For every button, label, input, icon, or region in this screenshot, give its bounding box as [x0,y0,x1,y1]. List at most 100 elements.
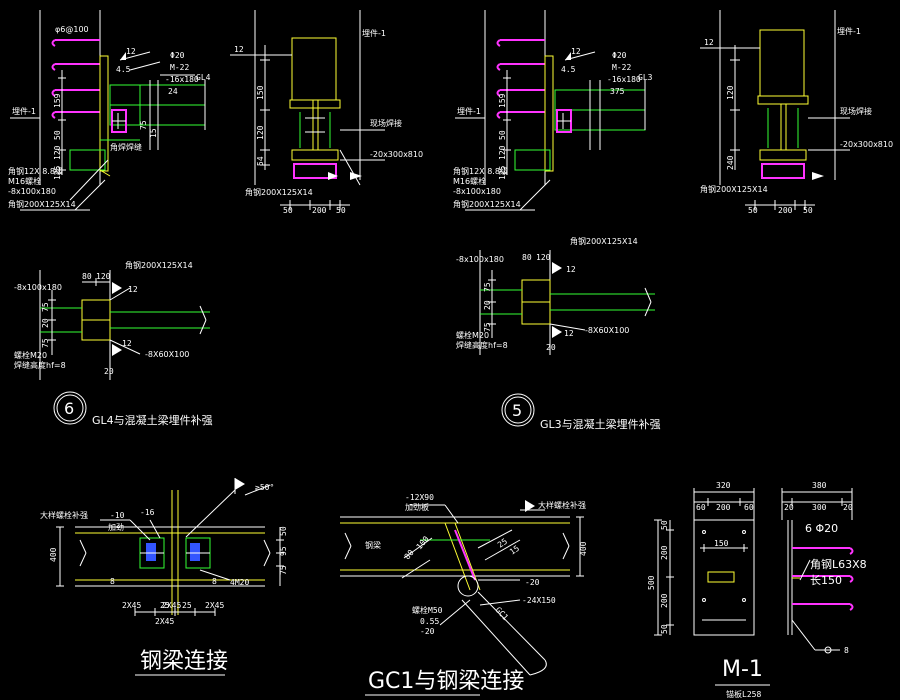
d8-dim-400: 400 [579,541,588,556]
d5-dim-20: 20 [483,300,492,310]
d3-plate1: -16x180 [607,75,641,84]
d6-dim-12a: 12 [128,285,138,294]
d9-dim-8: 8 [844,646,849,655]
d8-beam: 钢梁 [365,540,381,550]
d6-note: 焊缝高度hf=8 [14,360,66,370]
d7-dimD: 2X45 [155,617,174,626]
detail-4-gl3-section: 12 埋件-1 现场焊接 -20x300x810 角钢200X125X14 50… [700,10,893,215]
d1-embed-label: 埋件-1 [12,106,36,116]
d5-dim-120: 120 [536,253,551,262]
d3-bolt: M-22 [612,63,631,72]
d1-angle: 角钢200X125X14 [8,199,76,209]
d1-dim-50: 50 [53,130,62,140]
d2-dim-50b: 50 [336,206,346,215]
d3-gl-label: GL3 [638,73,653,82]
d2-dim-120: 120 [256,125,265,140]
d4-dim-240: 240 [726,155,735,170]
d3-dim-50: 50 [498,130,507,140]
d4-dim-12: 12 [704,38,714,47]
d5-plate1: -8x100x180 [456,255,504,264]
detail-8-gc1-steel-beam-connection: -12X90 加劲板 大样螺栓补强 钢梁 400 -20 -24X150 -20… [340,493,588,696]
d5-dim-75b: 75 [483,322,492,332]
d8-note: 大样螺栓补强 [538,500,586,510]
d6-dim-20: 20 [41,318,50,328]
d5-plate2: -8X60X100 [585,326,629,335]
d5-label: 5 [512,401,522,420]
d7-label1: 加劲 [108,522,124,532]
d1-dim-45: 4.5 [116,65,131,74]
d1-weld: 角焊焊缝 [110,142,142,152]
d1-dim-12: 12 [126,47,136,56]
d6-dim-75a: 75 [41,302,50,312]
d9-dim-380: 380 [812,481,827,490]
d6-label: 6 [64,399,74,418]
d7-dim-25b: 25 [182,601,192,610]
d9-dim-200: 200 [716,503,731,512]
d3-dim-375: 375 [610,87,625,96]
d8-bolt: 螺栓M50 [412,605,443,615]
d8-dim-055: 0.55 [420,617,439,626]
d6-bolt: 螺栓M20 [14,350,47,360]
d5-dim-20b: 20 [546,343,556,352]
d4-dim-200: 200 [778,206,793,215]
d5-title: GL3与混凝土梁埋件补强 [540,417,661,431]
d1-dim-15: 15 [149,128,158,138]
d1-bolt: M-22 [170,63,189,72]
d9-sub: 锚板L258 [726,689,761,699]
d9-rebar: 6 Φ20 [805,522,838,535]
d7-dimB: 2X45 [162,601,181,610]
d6-plate2: -8X60X100 [145,350,189,359]
d8-dim-20a: -20 [525,578,540,587]
d9-dim-50a: 50 [660,520,669,530]
d6-dim-12b: 12 [122,339,132,348]
d7-dim-25a: 25 [160,601,170,610]
d1-note1: 角钢12X 8.8级 [8,166,63,176]
d2-dim-50a: 50 [283,206,293,215]
d9-dim-50b: 50 [660,624,669,634]
d3-angle: 角钢200X125X14 [453,199,521,209]
d3-embed: 埋件-1 [457,106,481,116]
d9-angle: 角钢L63X8 [810,558,867,571]
d4-angle: 角钢200X125X14 [700,184,768,194]
d8-dim-100: 100 [415,534,431,551]
d8-label1: 加劲板 [405,502,429,512]
d7-dim-400: 400 [49,547,58,562]
d7-dimC: 2X45 [205,601,224,610]
d1-rebar-label: φ6@100 [55,25,89,34]
d3-note2: M16螺栓 [453,176,486,186]
d2-angle: 角钢200X125X14 [245,187,313,197]
d9-dim-320: 320 [716,481,731,490]
d9-dim-20b: 20 [843,503,853,512]
d3-note1: 角钢12X 8.8级 [453,166,508,176]
d9-dim-200c: 200 [660,593,669,608]
d2-dim-150: 150 [256,85,265,100]
d7-dim-75: 75 [279,565,288,575]
d1-dim-159: 159 [53,93,62,108]
d3-phi20: Φ20 [612,51,627,60]
d6-angle: 角钢200X125X14 [125,260,193,270]
d9-dim-60b: 60 [744,503,754,512]
d1-dim-24: 24 [168,87,178,96]
d8-dim-20b: -20 [420,627,435,636]
d4-plate: -20x300x810 [840,140,893,149]
d3-dim-120: 120 [498,145,507,160]
d4-dim-120: 120 [726,85,735,100]
d1-plate2: -8x100x180 [8,187,56,196]
d6-dim-120: 120 [96,272,111,281]
d4-weld: 现场焊接 [840,106,872,116]
d2-embed: 埋件-1 [362,28,386,38]
d5-dim-12b: 12 [564,329,574,338]
d1-phi20: Φ20 [170,51,185,60]
d1-note2: M16螺栓 [8,176,41,186]
d7-note: 大样螺栓补强 [40,510,88,520]
d1-gl-label: GL4 [196,73,211,82]
d1-dim-75: 75 [139,120,148,130]
d6-dim-75b: 75 [41,338,50,348]
d9-inner: 150 [714,539,729,548]
d6-plate1: -8x100x180 [14,283,62,292]
d8-title: GC1与钢梁连接 [368,669,524,694]
d2-weld: 现场焊接 [370,118,402,128]
d5-angle: 角钢200X125X14 [570,236,638,246]
d3-dim-159: 159 [498,93,507,108]
d2-plate: -20x300x810 [370,150,423,159]
